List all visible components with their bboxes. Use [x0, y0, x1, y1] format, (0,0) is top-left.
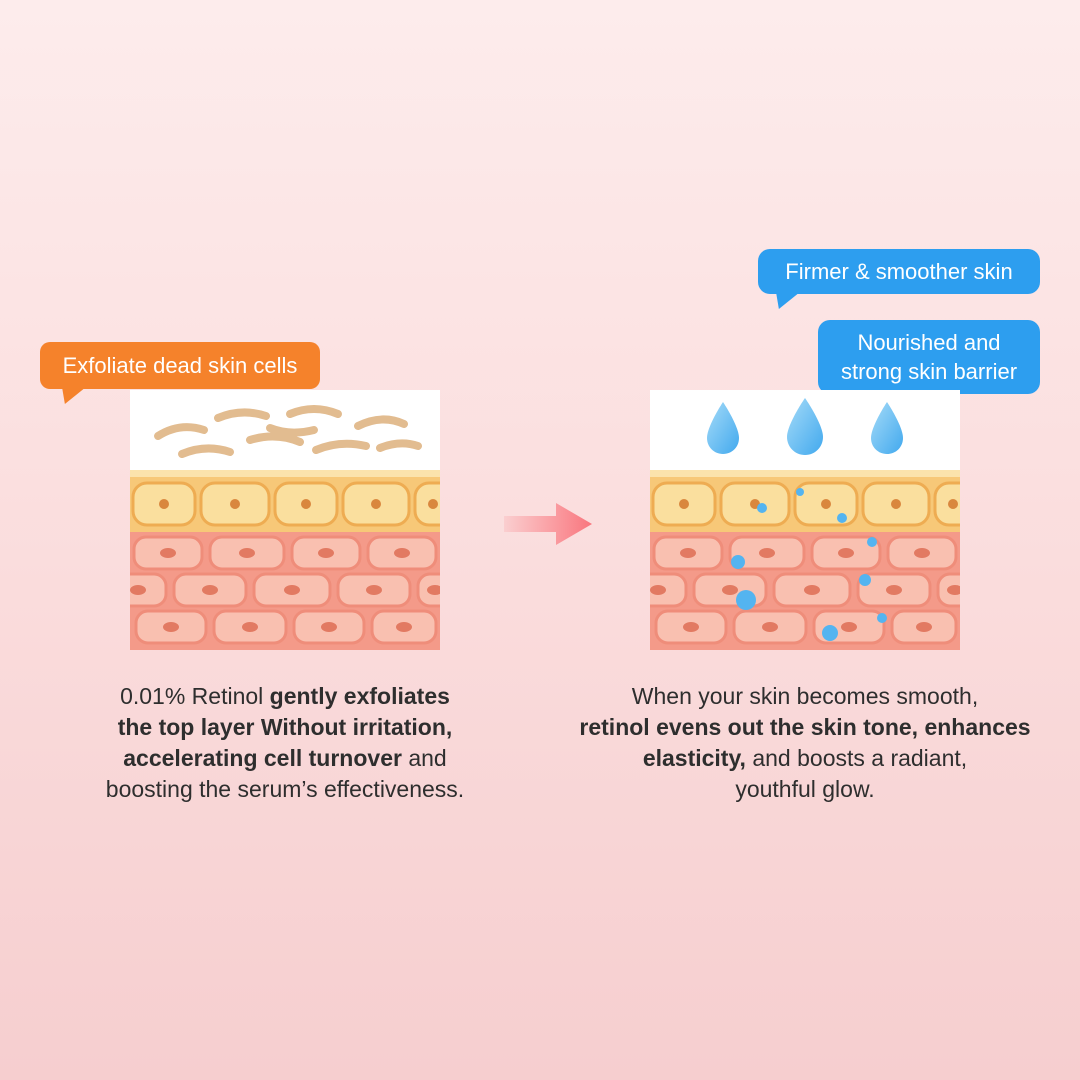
skin-diagram-after-svg	[650, 390, 960, 650]
caption-before: 0.01% Retinol gently exfoliates the top …	[35, 681, 535, 805]
bubble-tail-icon	[776, 292, 800, 309]
dead-skin-flakes-icon	[154, 405, 422, 458]
bubble-tail-icon	[62, 387, 86, 404]
bubble-nourished: Nourished and strong skin barrier	[818, 320, 1040, 409]
bubble-firmer-label: Firmer & smoother skin	[785, 259, 1013, 284]
skin-diagram-before-svg	[130, 390, 440, 650]
caption-line: When your skin becomes smooth,	[631, 683, 979, 709]
caption-line: accelerating cell turnover and	[123, 745, 447, 771]
caption-line: boosting the serum’s effectiveness.	[105, 776, 465, 802]
serum-dots-icon	[731, 488, 887, 641]
arrow-right-icon	[504, 501, 594, 547]
epidermis-layer	[130, 470, 440, 532]
caption-after: When your skin becomes smooth, retinol e…	[555, 681, 1055, 805]
caption-line: elasticity, and boosts a radiant,	[642, 745, 968, 771]
skin-diagram-after	[650, 390, 960, 650]
bubble-firmer: Firmer & smoother skin	[758, 249, 1040, 309]
dermis-layer	[650, 532, 960, 650]
water-droplet-icon	[707, 398, 903, 455]
bubble-exfoliate-label: Exfoliate dead skin cells	[62, 353, 298, 378]
caption-line: 0.01% Retinol gently exfoliates	[120, 683, 450, 709]
bubble-nourished-label: Nourished and strong skin barrier	[840, 330, 1018, 384]
bubble-exfoliate: Exfoliate dead skin cells	[40, 342, 320, 404]
epidermis-layer	[650, 470, 960, 532]
caption-line: the top layer Without irritation,	[117, 714, 453, 740]
skin-diagram-before	[130, 390, 440, 650]
caption-line: retinol evens out the skin tone, enhance…	[579, 714, 1031, 740]
caption-line: youthful glow.	[735, 776, 875, 802]
dermis-layer	[130, 532, 440, 650]
